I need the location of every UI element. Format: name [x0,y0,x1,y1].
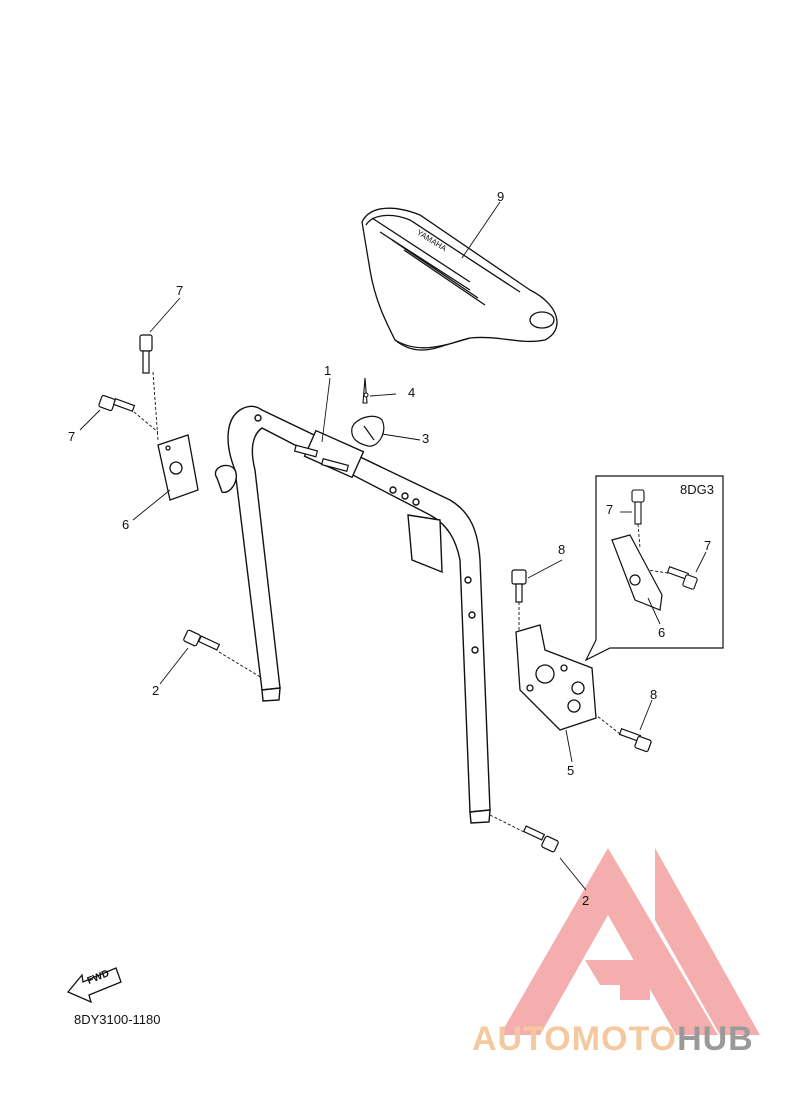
callout-7-left: 7 [68,429,76,444]
plate-part-5 [515,624,597,731]
bolt-part-8-top [511,569,527,603]
bolt-part-8-right [618,727,652,753]
watermark-part1: AUTOMOTO [472,1020,678,1058]
callout-7-inset-left: 7 [606,502,614,517]
bolt-part-7-inset-right [666,566,698,590]
callout-5: 5 [567,763,575,778]
clip-part-3 [351,415,385,447]
callout-7-inset-right: 7 [704,538,712,553]
callout-9: 9 [497,189,505,204]
watermark-part2: HUB [677,1020,754,1058]
callout-3: 3 [422,431,430,446]
inset-box [584,475,724,662]
callout-4: 4 [408,385,416,400]
callout-6-inset: 6 [658,625,666,640]
callout-8-top: 8 [558,542,566,557]
inset-label: 8DG3 [680,482,714,497]
leader-lines [79,201,707,891]
watermark-text: AUTOMOTOHUB [472,1020,754,1059]
bracket-part-6-inset [611,534,663,611]
watermark-logo-icon [500,848,760,1035]
callout-7-top: 7 [176,283,184,298]
bolt-part-7-top [139,334,153,374]
callout-8-right: 8 [650,687,658,702]
callout-2-left: 2 [152,683,160,698]
bolt-part-2-left [183,629,221,651]
callout-2-right: 2 [582,893,590,908]
handle-frame-part-1 [214,405,491,824]
callout-1: 1 [324,363,332,378]
fwd-arrow-icon [66,967,122,1004]
bolt-part-2-right [522,825,559,853]
bracket-part-6-left [157,434,199,501]
pin-part-4 [362,377,369,404]
seat-part-9 [361,207,558,351]
callout-6-left: 6 [122,517,130,532]
bolt-part-7-left [98,394,136,413]
reference-code: 8DY3100-1180 [74,1012,161,1027]
bolt-frame [293,444,350,472]
